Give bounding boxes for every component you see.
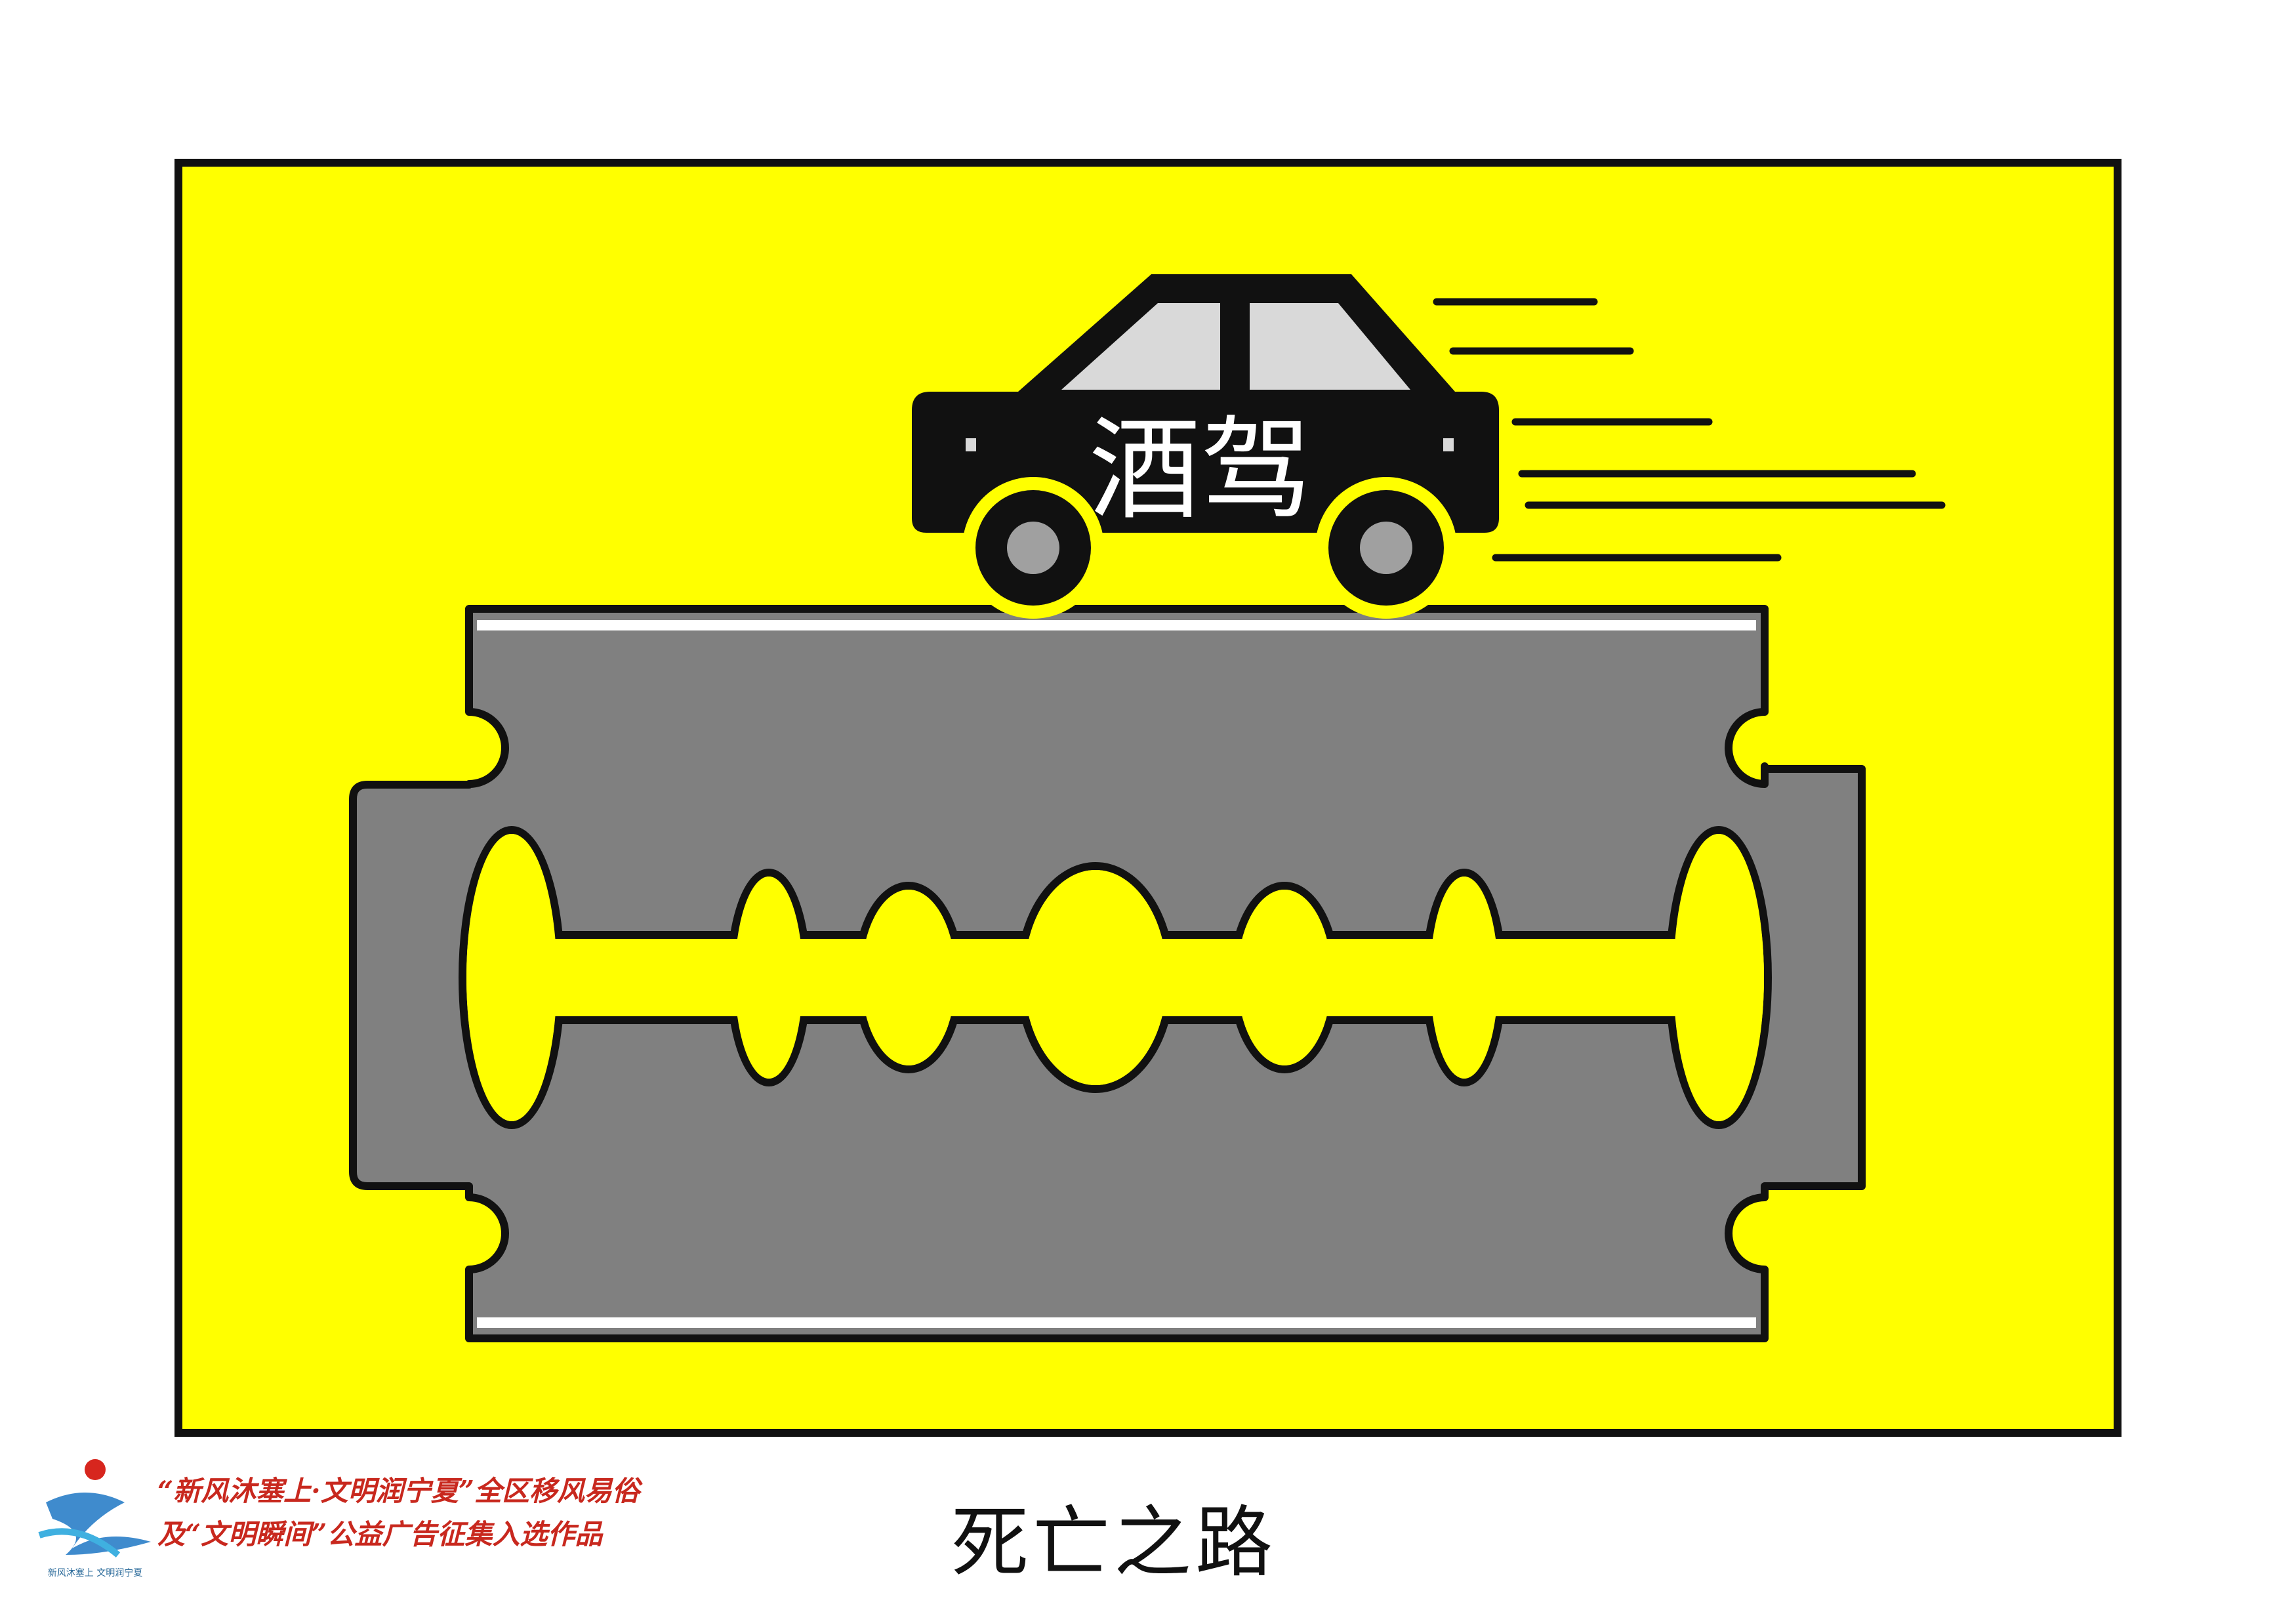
- car-door-line: [1227, 289, 1244, 302]
- poster-title: 死亡之路: [951, 1497, 1277, 1588]
- wheel-hub-rear: [1360, 522, 1412, 574]
- speed-lines: [1433, 298, 1946, 562]
- campaign-caption-line2: 及“文明瞬间”公益广告征集入选作品: [157, 1518, 603, 1550]
- campaign-caption: “新风沐塞上·文明润宁夏”全区移风易俗 及“文明瞬间”公益广告征集入选作品: [157, 1470, 640, 1556]
- car-icon: 酒驾: [912, 274, 1499, 619]
- blade-slot-fill: [466, 834, 1764, 1121]
- road-stripe-top: [477, 620, 1756, 630]
- road-stripe-bottom: [477, 1317, 1756, 1328]
- campaign-logo-icon: 新风沐塞上 文明润宁夏: [38, 1459, 151, 1579]
- logo-text: 新风沐塞上 文明润宁夏: [48, 1567, 142, 1579]
- wheel-hub-front: [1007, 522, 1059, 574]
- car-window-rear: [1250, 303, 1410, 390]
- car-window-front: [1061, 303, 1220, 390]
- car-label: 酒驾: [1089, 405, 1312, 535]
- campaign-caption-line1: “新风沐塞上·文明润宁夏”全区移风易俗: [157, 1475, 640, 1507]
- razor-blade-road-icon: [349, 605, 1866, 1342]
